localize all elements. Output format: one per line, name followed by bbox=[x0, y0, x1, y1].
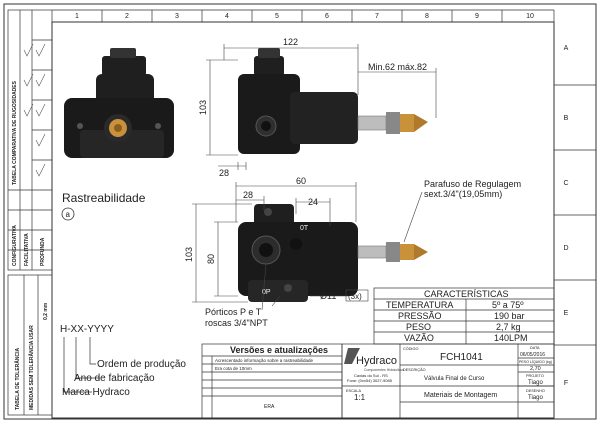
row-profunda: PROFUNDA bbox=[40, 237, 46, 266]
title-block bbox=[341, 343, 555, 419]
desenho-label: DESENHO bbox=[526, 389, 545, 393]
porticos-line1: Pórticos P e T bbox=[205, 307, 262, 317]
outer-frame bbox=[3, 3, 597, 420]
descricao-label: DESCRIÇÃO bbox=[403, 367, 426, 372]
parafuso-line1: Parafuso de Regulagem bbox=[424, 179, 521, 189]
circle-a-label: a bbox=[66, 210, 71, 219]
carac-key: PRESSÃO bbox=[398, 311, 442, 321]
row-label: B bbox=[564, 115, 569, 122]
versao-row-2: Era cota de 10mm bbox=[215, 366, 252, 371]
marca-label: Marca Hydraco bbox=[62, 387, 130, 398]
row-configurativa: CONFIGURATIVA bbox=[12, 225, 18, 266]
company-name: Hydraco bbox=[356, 355, 397, 367]
caracteristicas-title: CARACTERÍSTICAS bbox=[424, 289, 509, 299]
address-1: Caxias do Sul - RS bbox=[354, 373, 388, 378]
front-view-part bbox=[64, 48, 174, 158]
row-label: D bbox=[563, 245, 568, 252]
port-t-label: 0T bbox=[300, 225, 309, 232]
carac-key: PESO bbox=[406, 322, 431, 332]
dim-3x-box bbox=[345, 289, 369, 302]
peso-label: PESO LÍQUIDO (kg) bbox=[519, 360, 552, 364]
dim-103a: 103 bbox=[198, 100, 208, 115]
col-label: 2 bbox=[125, 13, 129, 20]
row-facilitativa: FACILITATIVA bbox=[24, 233, 30, 266]
col-label: 3 bbox=[175, 13, 179, 20]
col-label: 10 bbox=[526, 13, 534, 20]
left-strip bbox=[7, 9, 53, 416]
dim-3x: (3x) bbox=[348, 292, 362, 301]
tol-sub: MEDIDAS SEM TOLERÂNCIA USAR bbox=[28, 325, 35, 410]
versao-row-1: Acrescentado informação sobre a rastreab… bbox=[215, 358, 314, 363]
versoes-box bbox=[201, 343, 343, 419]
ano-label: Ano de fabricação bbox=[74, 373, 155, 384]
rastreabilidade-label: Rastreabilidade bbox=[62, 191, 146, 205]
dim-11: Ø11 bbox=[320, 291, 336, 301]
col-label: 1 bbox=[75, 13, 79, 20]
projeto-value: Tiago bbox=[528, 380, 543, 386]
projeto-label: PROJETO bbox=[526, 374, 544, 378]
dim-min-max: Min.62 máx.82 bbox=[368, 62, 427, 72]
dim-122: 122 bbox=[283, 37, 298, 47]
carac-val: 190 bar bbox=[494, 311, 525, 321]
dim-103b: 103 bbox=[184, 247, 194, 262]
dim-80: 80 bbox=[206, 254, 216, 264]
circle-a-marker bbox=[61, 207, 75, 221]
versao-era: ERA bbox=[264, 404, 275, 410]
carac-key: TEMPERATURA bbox=[386, 300, 453, 310]
dim-28a: 28 bbox=[219, 168, 229, 178]
descricao-value: Válvula Final de Curso bbox=[424, 376, 485, 382]
col-label: 6 bbox=[325, 13, 329, 20]
row-label: F bbox=[564, 380, 568, 387]
port-p-label: 0P bbox=[262, 289, 271, 296]
row-label: A bbox=[564, 45, 569, 52]
escala-value: 1:1 bbox=[354, 393, 366, 402]
code-format: H-XX-YYYY bbox=[60, 324, 114, 335]
dim-24: 24 bbox=[308, 197, 318, 207]
tol-title: TABELA DE TOLERÂNCIA bbox=[14, 347, 21, 410]
col-label: 9 bbox=[475, 13, 479, 20]
row-label: E bbox=[564, 310, 569, 317]
data-label: DATA bbox=[530, 346, 540, 350]
desenho-value: Tiago bbox=[528, 395, 543, 401]
versoes-title: Versões e atualizações bbox=[230, 345, 328, 355]
porticos-line2: roscas 3/4"NPT bbox=[205, 318, 268, 328]
carac-val: 140LPM bbox=[494, 333, 528, 343]
carac-val: 5º a 75º bbox=[492, 300, 524, 310]
carac-key: VAZÃO bbox=[404, 333, 434, 343]
col-label: 8 bbox=[425, 13, 429, 20]
codigo-label: CÓDIGO bbox=[403, 346, 418, 351]
col-label: 4 bbox=[225, 13, 229, 20]
codigo-value: FCH1041 bbox=[440, 352, 483, 363]
column-labels: 1 2 3 4 5 6 7 8 9 10 bbox=[75, 13, 534, 20]
material-value: Materiais de Montagem bbox=[424, 392, 497, 399]
dim-28b: 28 bbox=[243, 190, 253, 200]
row-labels: A B C D E F bbox=[563, 45, 568, 387]
col-label: 7 bbox=[375, 13, 379, 20]
ordem-label: Ordem de produção bbox=[97, 359, 186, 370]
side-view-part bbox=[238, 48, 428, 154]
col-label: 5 bbox=[275, 13, 279, 20]
peso-value: 2,70 bbox=[530, 366, 541, 372]
company-sub: Componentes Hidráulicos bbox=[364, 368, 404, 372]
hydraco-logo: Hydraco Componentes Hidráulicos bbox=[344, 348, 404, 372]
escala-label: ESCALA bbox=[346, 389, 361, 393]
rugosidade-title: TABELA COMPARATIVA DE RUGOSIDADES bbox=[12, 80, 18, 185]
data-value: 06/05/2016 bbox=[520, 352, 545, 358]
address-2: Fone: (0xx54) 3027-9085 bbox=[347, 378, 393, 383]
port-view-part bbox=[238, 204, 428, 302]
dim-60: 60 bbox=[296, 176, 306, 186]
parafuso-line2: sext.3/4"(19,05mm) bbox=[424, 189, 502, 199]
carac-val: 2,7 kg bbox=[496, 322, 521, 332]
row-label: C bbox=[563, 180, 568, 187]
tol-value: 0,2 mm bbox=[43, 302, 49, 320]
